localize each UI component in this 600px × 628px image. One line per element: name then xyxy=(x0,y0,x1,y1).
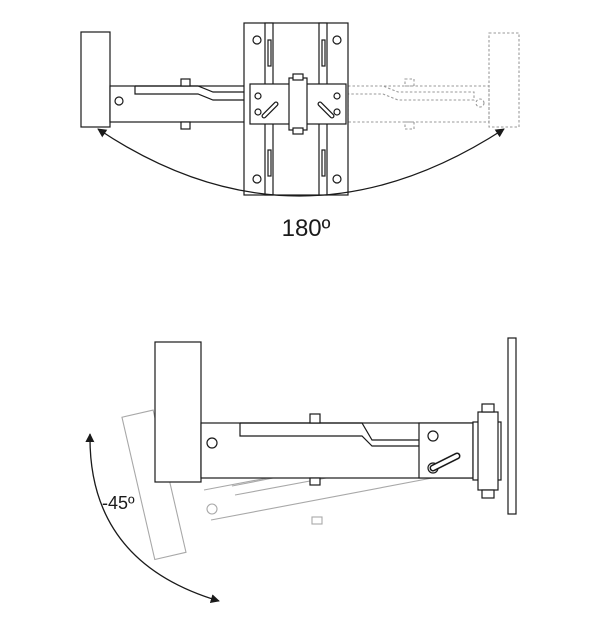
speaker-arm-left xyxy=(80,31,249,130)
arm-hole xyxy=(114,96,124,106)
arm-pivot-hole xyxy=(206,437,218,449)
tilt-label: -45º xyxy=(102,493,135,513)
wall-plate-side xyxy=(507,337,517,515)
rotation-label: 180º xyxy=(282,215,331,242)
rotation-arc-180 xyxy=(97,128,505,197)
speaker-arm-side xyxy=(154,341,474,486)
side-view-diagram: -45º xyxy=(85,337,517,604)
top-view-diagram: 180º xyxy=(80,22,520,242)
tilt-arc xyxy=(85,433,220,604)
ghost-arm-right xyxy=(347,32,520,130)
side-hinge xyxy=(472,403,502,499)
